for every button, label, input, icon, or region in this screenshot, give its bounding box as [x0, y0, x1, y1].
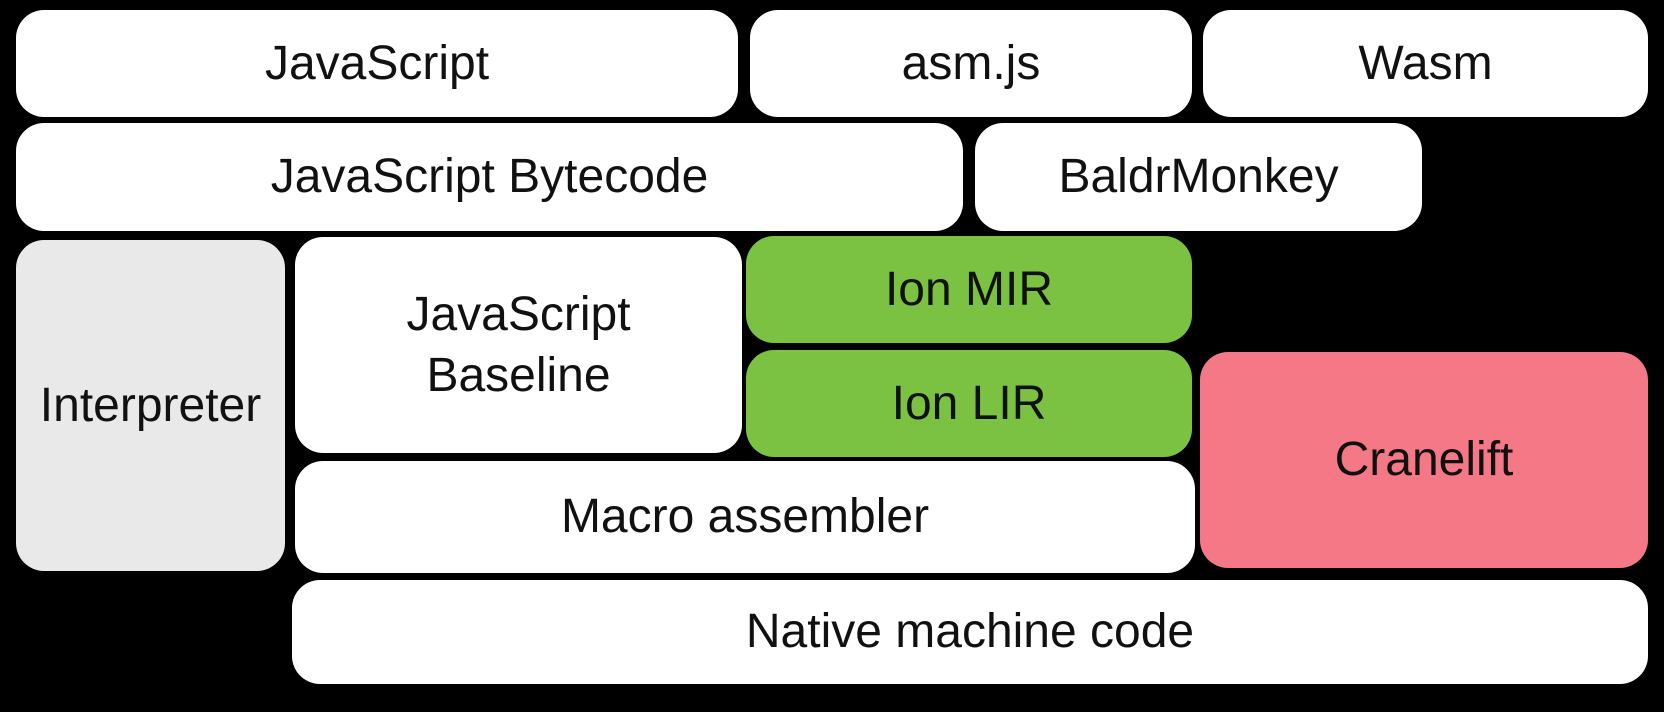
box-label-baldrmonkey: BaldrMonkey: [1058, 150, 1339, 204]
box-cranelift: Cranelift: [1200, 352, 1648, 568]
box-label-ion-lir: Ion LIR: [891, 376, 1047, 430]
box-ion-lir: Ion LIR: [746, 350, 1192, 457]
box-label-interpreter: Interpreter: [39, 378, 262, 432]
box-baldrmonkey: BaldrMonkey: [975, 123, 1422, 231]
box-interpreter: Interpreter: [16, 240, 285, 571]
box-label-ion-mir: Ion MIR: [884, 262, 1054, 316]
box-label-javascript-bytecode: JavaScript Bytecode: [270, 150, 709, 204]
box-label-macro-assembler: Macro assembler: [560, 490, 930, 544]
box-label-asmjs: asm.js: [901, 36, 1041, 90]
box-native-machine-code: Native machine code: [292, 580, 1648, 684]
box-label-javascript: JavaScript: [264, 36, 490, 90]
box-label-javascript-baseline: JavaScript Baseline: [406, 287, 631, 402]
box-label-cranelift: Cranelift: [1334, 433, 1514, 487]
box-label-native-machine-code: Native machine code: [745, 605, 1195, 659]
box-macro-assembler: Macro assembler: [295, 461, 1195, 573]
box-wasm: Wasm: [1203, 10, 1648, 117]
box-javascript-baseline: JavaScript Baseline: [295, 237, 742, 453]
box-ion-mir: Ion MIR: [746, 236, 1192, 343]
box-javascript: JavaScript: [16, 10, 738, 117]
box-label-wasm: Wasm: [1358, 36, 1493, 90]
box-javascript-bytecode: JavaScript Bytecode: [16, 123, 963, 231]
box-asmjs: asm.js: [750, 10, 1192, 117]
